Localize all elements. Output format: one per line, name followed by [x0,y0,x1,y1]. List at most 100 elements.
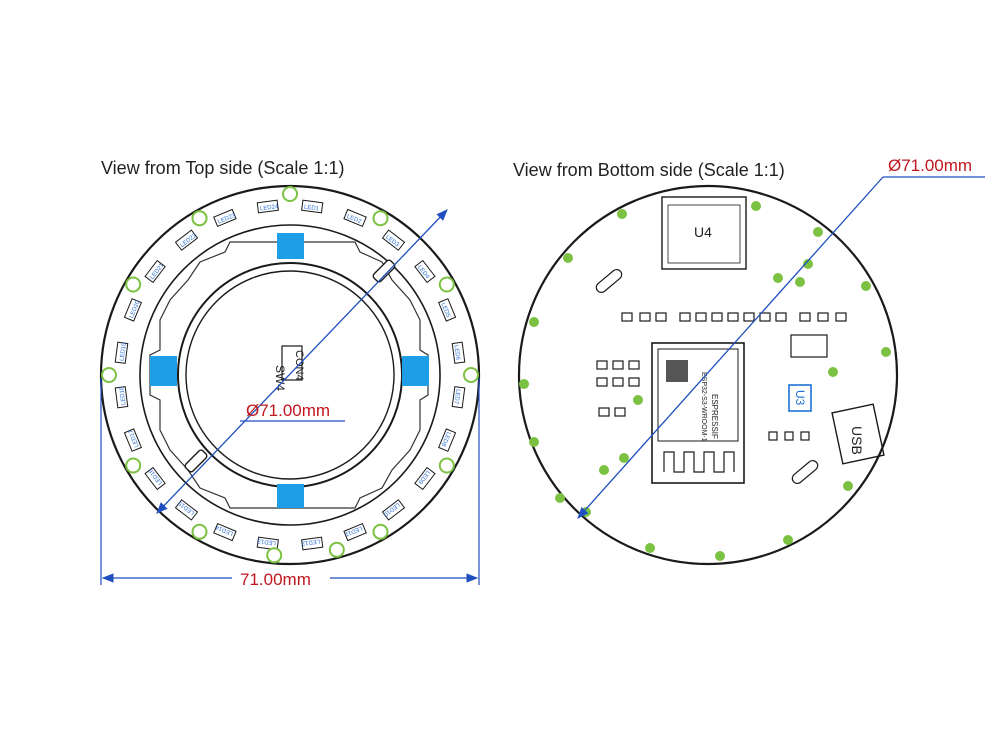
smd-component [817,312,829,322]
top-width-label: 71.00mm [240,570,311,589]
top-tab-west [150,356,177,386]
led-footprint: LED9 [414,466,436,491]
via-pad [529,437,539,447]
top-center-ring-outer [177,262,403,488]
bg-pad [438,276,455,293]
led-footprint: LED16 [144,467,166,491]
led-footprint: LED13 [256,536,279,551]
top-connector-sw [184,449,208,473]
led-label: LED7 [453,389,461,405]
bottom-antenna-trace [663,451,735,473]
bg-pad [463,367,479,383]
via-pad [529,317,539,327]
led-footprint: LED8 [438,428,457,452]
led-body [451,386,466,409]
led-label: LED1 [304,204,320,212]
bottom-u4-outline [661,196,747,270]
smd-component [727,312,739,322]
bottom-view: U4 ESPRESSIF ESP32-S3-WROOM-1 U3 USB Ø71… [517,156,985,566]
smd-component [799,312,811,322]
smd-component [759,312,771,322]
led-footprint: LED11 [343,523,367,542]
top-tab-east [402,356,429,386]
bottom-usb-outline [831,403,885,465]
led-footprint: LED21 [144,259,166,284]
bottom-u3-outline [788,384,812,412]
led-label: LED12 [301,537,321,545]
bottom-small-parts [596,312,847,441]
smd-component [639,312,651,322]
bottom-qr-code [666,360,688,382]
via-pad [828,367,838,377]
top-diameter-line [156,209,448,514]
smd-component [628,377,640,387]
bottom-slot-left [595,268,623,294]
led-body [213,523,237,542]
led-body [343,523,367,542]
top-view-title: View from Top side (Scale 1:1) [101,158,345,178]
bg-pad [372,523,389,540]
smd-component [695,312,707,322]
smd-component [775,312,787,322]
led-label: LED19 [119,342,127,362]
led-body [123,428,142,452]
bottom-view-title: View from Bottom side (Scale 1:1) [513,160,785,180]
smd-component [628,360,640,370]
via-pad [881,347,891,357]
top-tab-north [277,233,304,259]
via-pad [599,465,609,475]
led-label: LED18 [119,386,127,406]
led-footprint: LED15 [174,499,199,521]
via-pad [617,209,627,219]
bottom-module-shield [657,348,739,442]
bg-pad [125,457,142,474]
via-pad [813,227,823,237]
led-body [451,341,466,364]
led-body [301,536,324,551]
via-pad [773,273,783,283]
bottom-diameter-label: Ø71.00mm [888,156,972,175]
led-footprint: LED1 [301,199,324,214]
led-footprint: LED10 [382,499,406,521]
bg-pad [101,367,117,383]
led-footprint: LED5 [438,298,457,322]
led-footprint: LED12 [301,536,324,551]
bottom-module-brand: ESPRESSIF [710,394,719,439]
smd-component [784,431,794,441]
smd-component [596,360,608,370]
via-pad [783,535,793,545]
smd-component [835,312,847,322]
via-pad [843,481,853,491]
top-tab-south [277,484,304,508]
smd-component [612,377,624,387]
bottom-module-model: ESP32-S3-WROOM-1 [700,372,707,442]
smd-component [612,360,624,370]
smd-component [614,407,626,417]
top-switch-label: SW4 [273,365,287,391]
via-pad [795,277,805,287]
bg-pad [266,547,283,564]
led-body [114,386,129,409]
via-pad [555,493,565,503]
via-pad [633,395,643,405]
bg-pad [191,523,208,540]
led-footprint: LED14 [213,523,237,542]
led-footprint: LED22 [174,229,198,251]
led-label: LED13 [257,537,277,545]
led-footprint: LED4 [414,259,436,284]
bg-pad [372,210,389,227]
bg-pad [191,210,208,227]
led-footprint: LED6 [451,341,466,364]
bottom-u4-inner [667,204,741,264]
smd-component [743,312,755,322]
via-pad [619,453,629,463]
bg-pad [438,457,455,474]
bg-pad [328,541,345,558]
top-led-ring-inner [139,224,441,526]
led-footprint: LED17 [123,428,142,452]
bg-pad [125,276,142,293]
led-footprint: LED7 [451,386,466,409]
led-footprint: LED3 [381,229,406,251]
bottom-usb-label: USB [849,426,865,455]
